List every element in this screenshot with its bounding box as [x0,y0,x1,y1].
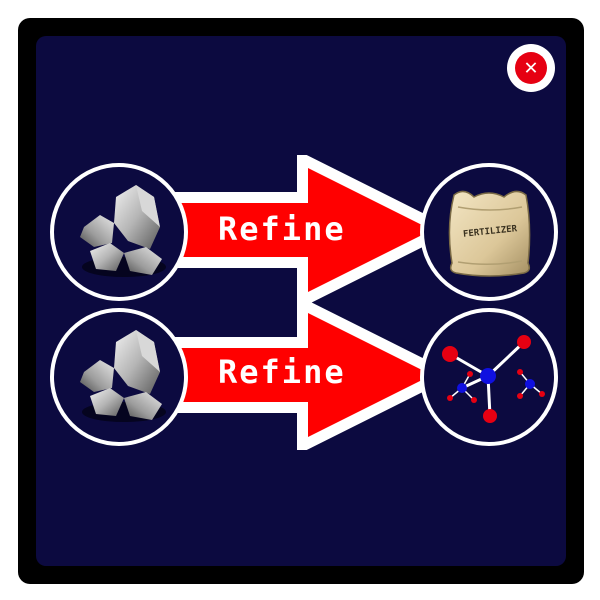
stone-ore-icon [80,330,166,422]
refine-label-2: Refine [218,353,346,391]
input-slot-1[interactable] [50,163,188,301]
input-slot-2[interactable] [50,308,188,446]
output-slot-1[interactable]: FERTILIZER [420,163,558,301]
molecule-icon [442,335,545,423]
refine-label-1: Refine [218,210,346,248]
close-button[interactable]: ✕ [507,44,555,92]
stone-ore-icon [80,185,166,277]
close-icon: ✕ [515,52,547,84]
fertilizer-sack-icon: FERTILIZER [448,190,531,277]
output-slot-2[interactable] [420,308,558,446]
